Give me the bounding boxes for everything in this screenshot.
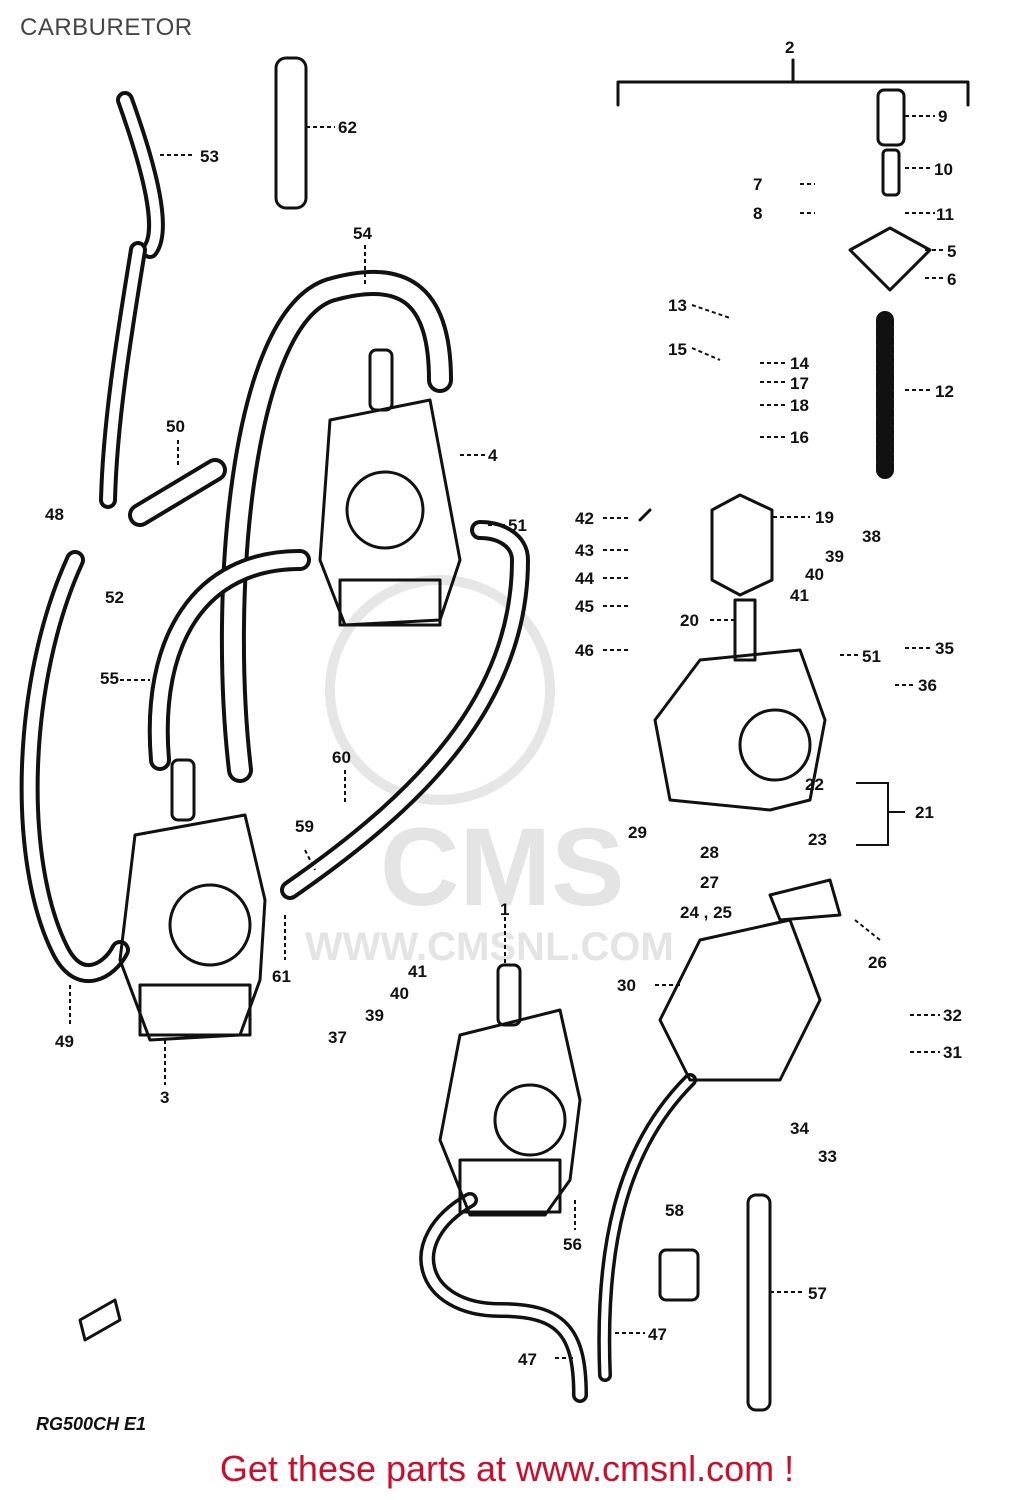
callout-7: 7 bbox=[753, 175, 762, 194]
watermark: CMS WWW.CMSNL.COM bbox=[305, 575, 674, 969]
callout-55: 55 bbox=[100, 669, 119, 688]
callout-15: 15 bbox=[668, 340, 687, 359]
cap-9 bbox=[876, 88, 906, 147]
callout-22: 22 bbox=[805, 775, 824, 794]
callout-39: 39 bbox=[825, 547, 844, 566]
callout-52: 52 bbox=[105, 588, 124, 607]
callout-54: 54 bbox=[353, 224, 372, 243]
callout-9: 9 bbox=[938, 107, 947, 126]
callout-48: 48 bbox=[45, 505, 64, 524]
callout-3: 3 bbox=[160, 1088, 169, 1107]
callout-18: 18 bbox=[790, 396, 809, 415]
clip-58 bbox=[658, 1248, 700, 1302]
callout-36: 36 bbox=[918, 676, 937, 695]
callout-45: 45 bbox=[575, 597, 594, 616]
watermark-url: WWW.CMSNL.COM bbox=[305, 925, 674, 969]
callout-59: 59 bbox=[295, 817, 314, 836]
callout-41b: 41 bbox=[408, 962, 427, 981]
callout-23: 23 bbox=[808, 830, 827, 849]
carburetor-4 bbox=[318, 348, 462, 627]
callout-5: 5 bbox=[947, 242, 956, 261]
callout-62: 62 bbox=[338, 118, 357, 137]
callout-20: 20 bbox=[680, 611, 699, 630]
callout-44: 44 bbox=[575, 569, 594, 588]
carburetor-3 bbox=[118, 758, 267, 1042]
callout-61: 61 bbox=[272, 967, 291, 986]
callout-33: 33 bbox=[818, 1147, 837, 1166]
slide-19 bbox=[710, 493, 774, 597]
carburetor-1 bbox=[438, 963, 582, 1217]
callout-40b: 40 bbox=[390, 984, 409, 1003]
callout-12: 12 bbox=[935, 382, 954, 401]
needle-10 bbox=[881, 148, 901, 197]
callout-39b: 39 bbox=[365, 1006, 384, 1025]
watermark-brand: CMS bbox=[380, 806, 624, 929]
callout-28a: 28 bbox=[700, 843, 719, 862]
callout-43: 43 bbox=[575, 541, 594, 560]
callout-40a: 40 bbox=[805, 565, 824, 584]
callout-50: 50 bbox=[166, 417, 185, 436]
callout-56: 56 bbox=[563, 1235, 582, 1254]
callout-53: 53 bbox=[200, 147, 219, 166]
callout-29: 29 bbox=[628, 823, 647, 842]
overflow-pipe-57 bbox=[746, 1193, 772, 1412]
callout-58: 58 bbox=[665, 1201, 684, 1220]
callout-34: 34 bbox=[790, 1119, 809, 1138]
callout-57: 57 bbox=[808, 1284, 827, 1303]
callout-4: 4 bbox=[488, 446, 498, 465]
callout-32: 32 bbox=[943, 1006, 962, 1025]
callout-51a: 51 bbox=[862, 647, 881, 666]
callout-11: 11 bbox=[936, 205, 954, 224]
callout-60: 60 bbox=[332, 748, 351, 767]
callout-14: 14 bbox=[790, 354, 809, 373]
callout-19: 19 bbox=[815, 508, 834, 527]
kit-bracket bbox=[616, 80, 970, 107]
callout-2: 2 bbox=[785, 38, 794, 57]
callout-51b: 51 bbox=[508, 516, 527, 535]
callout-49: 49 bbox=[55, 1032, 74, 1051]
callout-21: 21 bbox=[915, 803, 934, 822]
top-cover-5 bbox=[848, 226, 932, 292]
callout-35: 35 bbox=[935, 639, 954, 658]
callout-6: 6 bbox=[947, 270, 956, 289]
callout-41a: 41 bbox=[790, 586, 809, 605]
model-code: RG500CH E1 bbox=[36, 1414, 146, 1434]
callout-42: 42 bbox=[575, 509, 594, 528]
callout-8a: 8 bbox=[753, 204, 762, 223]
callout-labels: 2 9 10 7 11 8 5 6 13 15 14 17 18 16 12 1… bbox=[36, 38, 962, 1434]
callout-47a: 47 bbox=[648, 1325, 667, 1344]
float-24-25 bbox=[768, 878, 842, 922]
callout-13: 13 bbox=[668, 296, 687, 315]
page-title: CARBURETOR bbox=[20, 14, 193, 41]
callout-31: 31 bbox=[943, 1043, 962, 1062]
callout-1: 1 bbox=[500, 900, 509, 919]
callout-37: 37 bbox=[328, 1028, 347, 1047]
callout-30: 30 bbox=[617, 976, 636, 995]
float-bowl-30 bbox=[658, 918, 822, 1082]
callout-26: 26 bbox=[868, 953, 887, 972]
callout-46: 46 bbox=[575, 641, 594, 660]
callout-17: 17 bbox=[790, 374, 809, 393]
callout-38: 38 bbox=[862, 527, 881, 546]
callout-10: 10 bbox=[934, 160, 953, 179]
callout-27: 27 bbox=[700, 873, 719, 892]
callout-24-25: 24 , 25 bbox=[680, 903, 732, 922]
callout-47b: 47 bbox=[518, 1350, 537, 1369]
carburetor-kit bbox=[653, 598, 827, 812]
strap-62 bbox=[274, 56, 308, 210]
callout-16: 16 bbox=[790, 428, 809, 447]
clip-small bbox=[78, 1298, 122, 1342]
hose-54 bbox=[219, 270, 453, 783]
footer-cta[interactable]: Get these parts at www.cmsnl.com ! bbox=[219, 1448, 795, 1489]
